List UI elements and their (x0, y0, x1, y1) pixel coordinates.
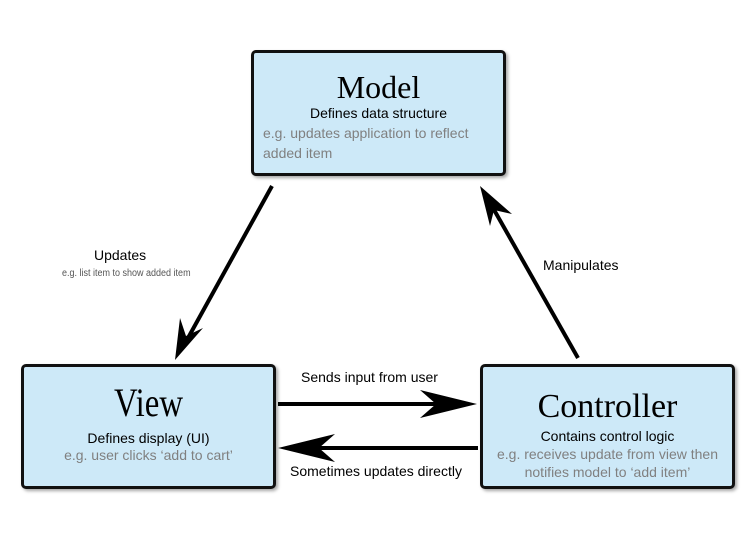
view-example: e.g. user clicks ‘add to cart’ (64, 447, 233, 464)
edge-label-sometimes-updates: Sometimes updates directly (290, 463, 462, 479)
view-title: View (113, 380, 184, 425)
controller-example: e.g. receives update from view then noti… (496, 445, 718, 480)
arrow-view-to-controller (278, 390, 477, 418)
controller-subtitle: Contains control logic (540, 428, 675, 444)
arrow-controller-to-view (278, 434, 478, 462)
edge-label-sends-input: Sends input from user (301, 369, 438, 385)
view-subtitle: Defines display (UI) (87, 430, 210, 446)
controller-title: Controller (537, 388, 678, 425)
model-subtitle: Defines data structure (310, 105, 447, 121)
model-title: Model (336, 69, 421, 105)
model-box: Model Defines data structure e.g. update… (251, 50, 506, 176)
view-box: View Defines display (UI) e.g. user clic… (21, 364, 276, 489)
edge-label-updates: Updates (94, 247, 147, 263)
edge-example-updates: e.g. list item to show added item (62, 268, 191, 279)
edge-label-manipulates: Manipulates (543, 257, 619, 273)
controller-box: Controller Contains control logic e.g. r… (480, 364, 735, 489)
arrow-model-to-view (175, 185, 274, 360)
arrow-controller-to-model (480, 186, 580, 359)
model-example: e.g. updates application to reflect adde… (263, 125, 469, 161)
